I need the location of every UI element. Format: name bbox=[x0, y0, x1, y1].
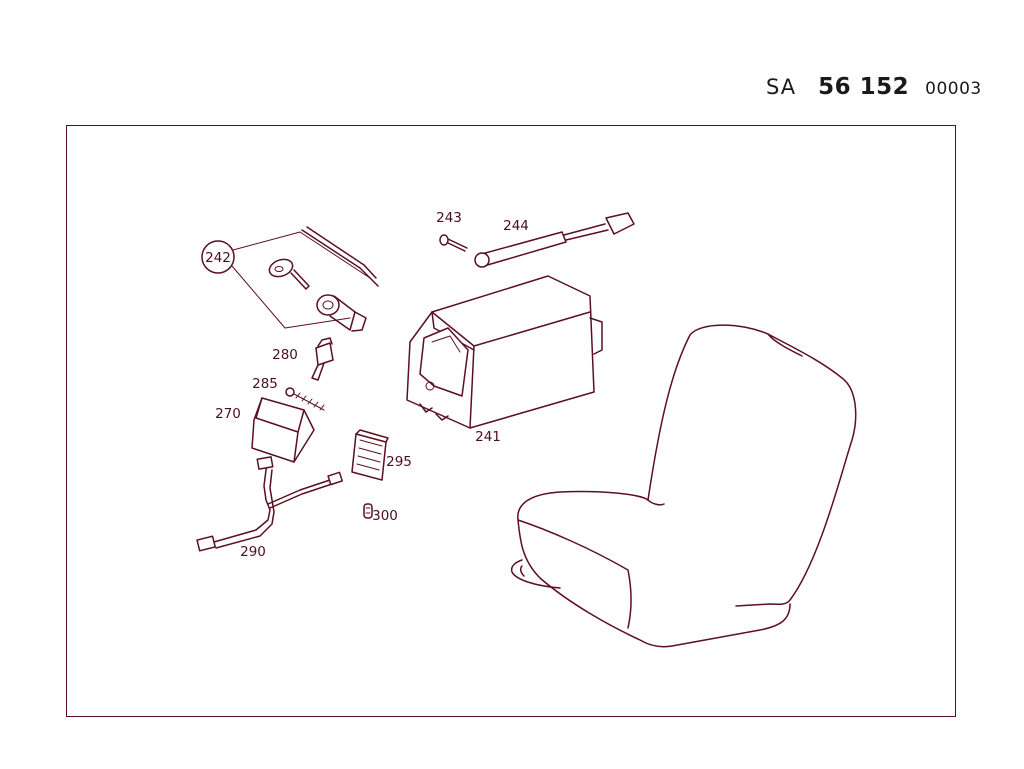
screw-head-icon bbox=[285, 387, 295, 397]
switch-body-icon bbox=[315, 342, 334, 366]
label-244: 244 bbox=[503, 218, 529, 234]
screw-thread-icon bbox=[293, 392, 325, 411]
part-243-bolt[interactable] bbox=[439, 234, 468, 252]
console-lock-icon bbox=[425, 381, 435, 391]
label-243: 243 bbox=[436, 210, 462, 226]
harness-connector-left-icon bbox=[196, 535, 216, 552]
label-242: 242 bbox=[205, 250, 231, 266]
part-270-lamp[interactable] bbox=[251, 397, 315, 463]
header-suffix: 00003 bbox=[925, 79, 982, 99]
bolt-head-icon bbox=[439, 234, 449, 246]
strut-end-icon bbox=[474, 252, 490, 268]
diagram-frame bbox=[66, 125, 956, 717]
part-244-gas-strut[interactable] bbox=[474, 212, 635, 268]
label-241: 241 bbox=[475, 429, 501, 445]
diagram-header: SA 56 152 00003 bbox=[766, 74, 982, 106]
header-prefix: SA bbox=[766, 75, 797, 99]
part-285-screw[interactable] bbox=[285, 387, 325, 411]
seat-illustration bbox=[510, 324, 857, 648]
bulb-icon bbox=[363, 503, 373, 519]
callout-circle-242 bbox=[201, 240, 235, 274]
strut-eye-icon bbox=[605, 212, 635, 235]
strut-body-icon bbox=[477, 231, 567, 267]
part-280-switch[interactable] bbox=[311, 337, 334, 381]
key-icon bbox=[268, 258, 310, 290]
part-241-console[interactable] bbox=[406, 275, 603, 429]
label-280: 280 bbox=[272, 347, 298, 363]
part-300-bulb[interactable] bbox=[363, 503, 373, 519]
harness-main-icon bbox=[213, 461, 275, 549]
label-290: 290 bbox=[240, 544, 266, 560]
part-295-module[interactable] bbox=[351, 429, 389, 481]
label-270: 270 bbox=[215, 406, 241, 422]
strut-rod-icon bbox=[563, 223, 609, 241]
leader-242 bbox=[231, 231, 371, 329]
header-number: 56 152 bbox=[818, 74, 910, 100]
part-242-lock-assembly[interactable] bbox=[201, 226, 379, 332]
bolt-shaft-icon bbox=[447, 238, 468, 252]
rod-icon bbox=[301, 226, 379, 287]
label-285: 285 bbox=[252, 376, 278, 392]
harness-branch-icon bbox=[267, 479, 333, 509]
harness-connector-top-icon bbox=[256, 456, 274, 470]
label-295: 295 bbox=[386, 454, 412, 470]
lock-cylinder-icon bbox=[316, 294, 367, 332]
part-290-harness[interactable] bbox=[196, 456, 344, 552]
harness-connector-right-icon bbox=[327, 471, 344, 486]
label-300: 300 bbox=[372, 508, 398, 524]
